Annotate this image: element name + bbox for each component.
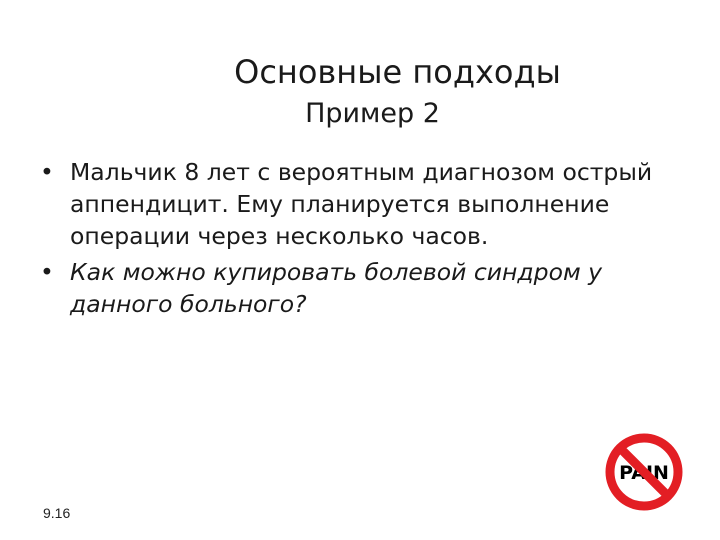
bullet-case-description: • Мальчик 8 лет с вероятным диагнозом ос… (40, 156, 690, 252)
no-pain-icon: PAIN (605, 433, 683, 511)
bullet-text: Мальчик 8 лет с вероятным диагнозом остр… (70, 158, 653, 250)
slide-title: Основные подходы (234, 53, 561, 91)
bullet-marker: • (40, 258, 54, 286)
prohibition-slash (616, 444, 672, 500)
bullet-text: Как можно купировать болевой синдром у д… (70, 258, 603, 318)
bullet-list: • Мальчик 8 лет с вероятным диагнозом ос… (40, 156, 690, 324)
bullet-question: • Как можно купировать болевой синдром у… (40, 256, 690, 320)
slide-title-block: Основные подходы Пример 2 (0, 50, 720, 134)
slide-subtitle: Пример 2 (305, 98, 440, 129)
bullet-marker: • (40, 158, 54, 186)
slide-number: 9.16 (43, 505, 71, 521)
